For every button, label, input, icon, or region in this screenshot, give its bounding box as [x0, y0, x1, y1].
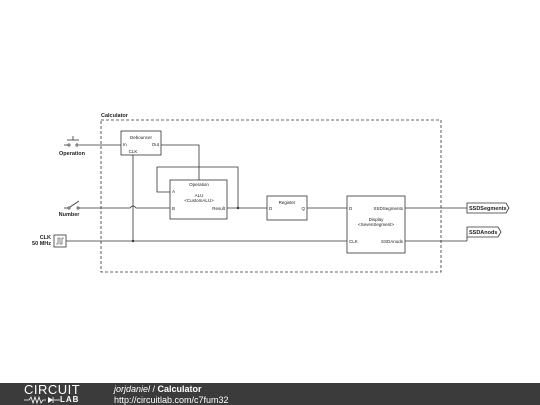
display-pin-ssdanods: SSDAnods — [381, 239, 404, 244]
wires — [66, 144, 467, 242]
display-pin-d: D — [349, 206, 353, 211]
number-input-label: Number — [59, 212, 81, 218]
output-ssdanods-label: SSDAnods — [469, 230, 497, 236]
display-block[interactable]: D SSDSegments Display <SevenSegment> CLK… — [346, 195, 406, 254]
alu-pin-a: A — [172, 189, 175, 194]
clock-source[interactable] — [53, 234, 67, 248]
display-subtitle: <SevenSegment> — [358, 222, 394, 227]
register-title: Register — [279, 200, 296, 205]
output-ssdsegments-label: SSDSegments — [469, 206, 507, 212]
operation-pushbutton[interactable] — [64, 136, 79, 147]
footer-bar: CIRCUIT LAB jorjdaniel / Calculator http… — [0, 383, 540, 405]
alu-block[interactable]: Operation ALU <CustomALU> A B Result — [169, 179, 228, 220]
logo-wave-icon — [24, 395, 60, 404]
alu-pin-result: Result — [212, 206, 226, 211]
operation-input-label: Operation — [59, 151, 86, 157]
output-ssdanods[interactable]: SSDAnods — [466, 226, 502, 238]
clk-frequency-label: 50 MHz — [32, 241, 51, 247]
number-switch[interactable] — [64, 200, 80, 210]
debouncer-title: Debouncer — [130, 135, 153, 140]
schematic-canvas: Calculator Operation Number CLK 50 MHz — [32, 113, 510, 273]
calculator-frame — [100, 119, 442, 273]
display-title: Display — [369, 217, 385, 222]
logo-text-top: CIRCUIT — [24, 382, 81, 397]
register-block[interactable]: Register D Q — [266, 195, 308, 221]
credit-line: jorjdaniel / Calculator — [114, 384, 202, 394]
calculator-frame-label: Calculator — [101, 113, 129, 119]
debouncer-pin-out: Out — [152, 142, 160, 147]
circuit-url-link[interactable]: http://circuitlab.com/c7fum32 — [114, 395, 229, 405]
display-pin-clk: CLK — [349, 239, 358, 244]
circuit-title: Calculator — [157, 384, 202, 394]
junction-dot — [131, 239, 135, 243]
clk-input-label: CLK — [40, 235, 51, 241]
display-pin-ssdsegments: SSDSegments — [373, 206, 403, 211]
logo-text-bottom: LAB — [60, 395, 80, 404]
alu-pin-operation: Operation — [189, 182, 209, 187]
author-link[interactable]: jorjdaniel — [114, 384, 151, 394]
circuitlab-logo[interactable]: CIRCUIT LAB — [24, 383, 94, 405]
output-ssdsegments[interactable]: SSDSegments — [466, 202, 510, 214]
alu-subtitle: <CustomALU> — [184, 198, 214, 203]
debouncer-pin-in: In — [123, 142, 127, 147]
register-pin-d: D — [269, 206, 273, 211]
alu-title: ALU — [195, 193, 204, 198]
register-pin-q: Q — [301, 206, 305, 211]
debouncer-pin-clk: CLK — [129, 149, 138, 154]
alu-pin-b: B — [172, 206, 175, 211]
credit-separator: / — [150, 384, 158, 394]
junction-dot — [236, 206, 240, 210]
debouncer-block[interactable]: Debouncer In Out CLK — [120, 130, 162, 156]
